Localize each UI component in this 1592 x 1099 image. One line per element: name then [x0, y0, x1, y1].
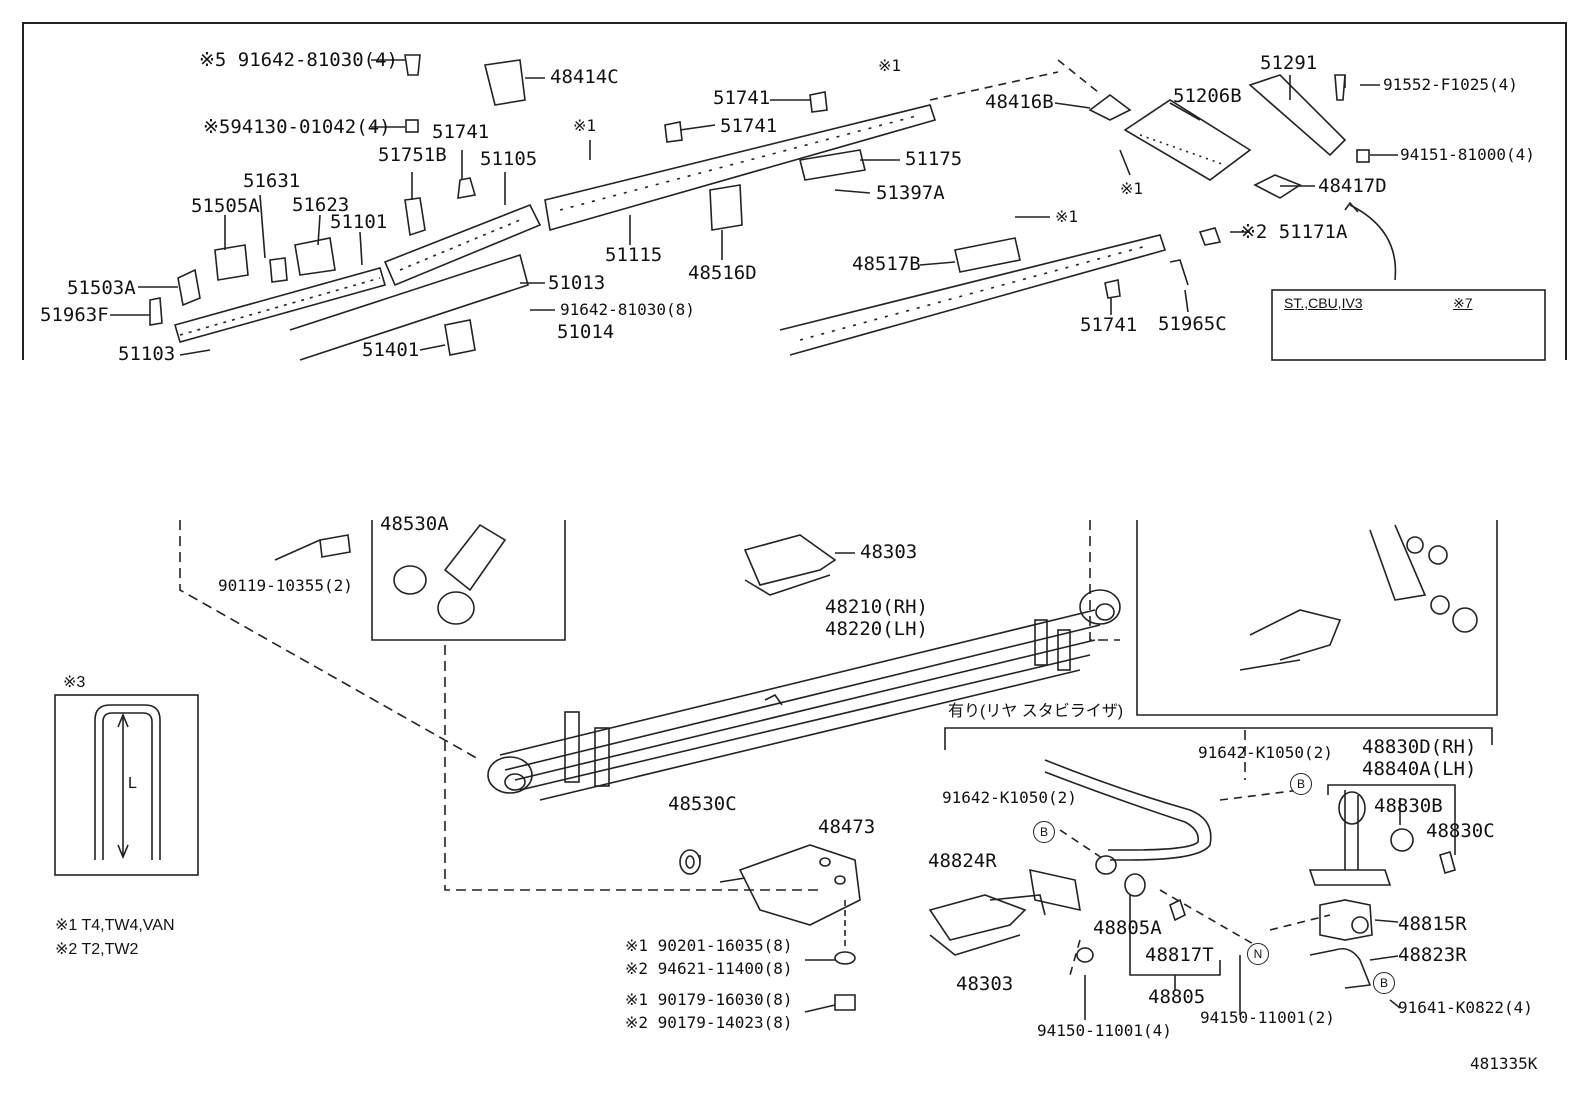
part-label-94150-11001-2: 94150-11001(2)	[1200, 1008, 1335, 1027]
part-label-51741-b: 51741	[713, 87, 771, 109]
part-label-51503a: 51503A	[67, 277, 136, 299]
part-label-51103: 51103	[118, 343, 176, 365]
part-label-51623: 51623	[292, 194, 350, 216]
upper-diagram-frame	[22, 22, 1567, 360]
part-label-51101: 51101	[330, 211, 388, 233]
frame-rail-51101	[174, 267, 386, 343]
stabilizer-group-header: 有り(リヤ スタビライザ)	[948, 703, 1124, 720]
part-label-48517b: 48517B	[852, 253, 921, 275]
callout-b-2: B	[1033, 821, 1055, 843]
part-label-48417d: 48417D	[1318, 175, 1387, 197]
part-label-51401: 51401	[362, 339, 420, 361]
callout-b-3: B	[1373, 972, 1395, 994]
part-label-90179-14023: ※2 90179-14023(8)	[625, 1013, 793, 1032]
part-label-48824r: 48824R	[928, 850, 997, 872]
part-label-51631: 51631	[243, 170, 301, 192]
frame-rail-51013	[289, 253, 529, 361]
part-label-91642-81030-8: 91642-81030(8)	[560, 300, 695, 319]
shock-absorber	[319, 523, 507, 625]
part-label-48530a: 48530A	[380, 513, 449, 535]
part-label-51741-a: 51741	[432, 121, 490, 143]
part-label-90201-16035: ※1 90201-16035(8)	[625, 936, 793, 955]
part-label-x1-c: ※1	[1120, 179, 1144, 198]
part-label-48303-a: 48303	[860, 541, 918, 563]
part-label-51175: 51175	[905, 148, 963, 170]
part-label-51206b: 51206B	[1173, 85, 1242, 107]
part-label-48414c: 48414C	[550, 66, 619, 88]
part-label-48830d: 48830D(RH)	[1362, 736, 1477, 758]
part-label-94130-01042: ※594130-01042(4)	[203, 116, 391, 138]
part-label-48830b: 48830B	[1374, 795, 1443, 817]
part-label-51965c: 51965C	[1158, 313, 1227, 335]
part-label-91642-k1050-a: 91642-K1050(2)	[1198, 743, 1333, 762]
callout-b-1: B	[1290, 773, 1312, 795]
part-label-91552-f1025: 91552-F1025(4)	[1383, 75, 1518, 94]
part-label-51963f: 51963F	[40, 304, 109, 326]
crossmember-51291	[1248, 74, 1347, 157]
part-label-48473: 48473	[818, 816, 876, 838]
part-label-48530c: 48530C	[668, 793, 737, 815]
crossmember-51206b	[1123, 99, 1252, 181]
part-label-51505a: 51505A	[191, 195, 260, 217]
note-label-x3: ※3	[63, 674, 86, 691]
part-label-48416b: 48416B	[985, 91, 1054, 113]
note-t4-tw4-van: ※1 T4,TW4,VAN	[55, 917, 175, 934]
part-label-x1-a: ※1	[573, 116, 597, 135]
dimension-label-L: L	[128, 775, 137, 792]
part-label-51171a: ※2 51171A	[1240, 221, 1348, 243]
part-label-91642-81030-4: ※5 91642-81030(4)	[199, 49, 398, 71]
frame-rail-51105	[383, 203, 542, 287]
frame-rail-lower	[779, 234, 1167, 356]
part-label-48805a: 48805A	[1093, 917, 1162, 939]
part-label-90179-16030: ※1 90179-16030(8)	[625, 990, 793, 1009]
part-label-48817t: 48817T	[1145, 944, 1214, 966]
part-label-x1-b: ※1	[878, 56, 902, 75]
part-label-48815r: 48815R	[1398, 913, 1467, 935]
part-label-91642-k1050-b: 91642-K1050(2)	[942, 788, 1077, 807]
part-label-51741-c: 51741	[720, 115, 778, 137]
part-label-51014: 51014	[557, 321, 615, 343]
callout-n-1: N	[1247, 943, 1269, 965]
spring-plate-48473	[719, 844, 861, 926]
part-label-x1-d: ※1	[1055, 207, 1079, 226]
part-label-48805: 48805	[1148, 986, 1206, 1008]
part-label-51291: 51291	[1260, 52, 1318, 74]
variant-label-st-cbu: ST.,CBU,IV3	[1284, 295, 1363, 311]
part-label-48220: 48220(LH)	[825, 618, 928, 640]
part-label-51115: 51115	[605, 244, 663, 266]
part-label-51013: 51013	[548, 272, 606, 294]
part-label-91641-k0822: 91641-K0822(4)	[1398, 998, 1533, 1017]
part-label-51751b: 51751B	[378, 144, 447, 166]
part-label-94150-11001-4: 94150-11001(4)	[1037, 1021, 1172, 1040]
part-label-90119-10355: 90119-10355(2)	[218, 576, 353, 595]
frame-rail-51115	[544, 104, 937, 232]
diagram-id: 481335K	[1470, 1054, 1538, 1073]
part-label-48823r: 48823R	[1398, 944, 1467, 966]
part-label-48210: 48210(RH)	[825, 596, 928, 618]
part-label-51105: 51105	[480, 148, 538, 170]
leaf-spring-48210	[487, 589, 1121, 801]
part-label-94621-11400: ※2 94621-11400(8)	[625, 959, 793, 978]
part-label-48516d: 48516D	[688, 262, 757, 284]
part-label-94151-81000: 94151-81000(4)	[1400, 145, 1535, 164]
part-label-51741-d: 51741	[1080, 314, 1138, 336]
part-label-48303-b: 48303	[956, 973, 1014, 995]
variant-label-x7: ※7	[1453, 295, 1473, 311]
note-t2-tw2: ※2 T2,TW2	[55, 941, 139, 958]
part-label-48840a: 48840A(LH)	[1362, 758, 1477, 780]
part-label-51397a: 51397A	[876, 182, 945, 204]
part-label-48830c: 48830C	[1426, 820, 1495, 842]
